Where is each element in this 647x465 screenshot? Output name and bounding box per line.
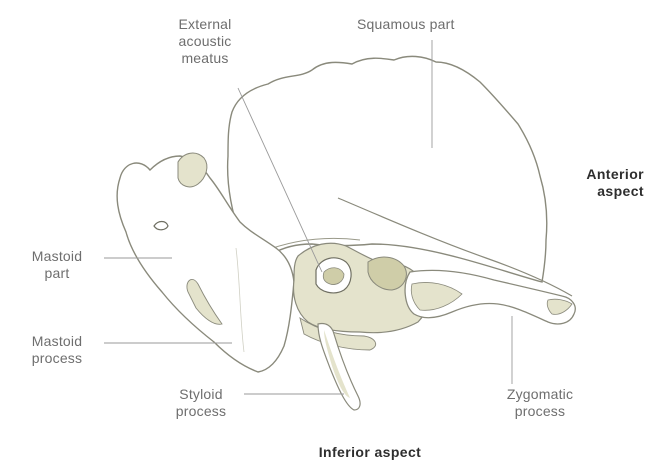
label-anterior-aspect: Anterior aspect: [564, 166, 647, 200]
label-external-acoustic-meatus-line-1: External: [150, 16, 260, 33]
label-external-acoustic-meatus: External acoustic meatus: [150, 16, 260, 67]
meatus-depth: [323, 268, 344, 285]
label-external-acoustic-meatus-line-2: acoustic: [150, 33, 260, 50]
label-mastoid-part-line-1: Mastoid: [14, 248, 100, 265]
label-mastoid-process-line-2: process: [14, 350, 100, 367]
label-mastoid-process-line-1: Mastoid: [14, 333, 100, 350]
label-mastoid-process: Mastoid process: [14, 333, 100, 367]
label-zygomatic-process-line-2: process: [494, 403, 586, 420]
label-anterior-aspect-line-1: Anterior: [564, 166, 644, 183]
label-mastoid-part-line-2: part: [14, 265, 100, 282]
label-styloid-process-line-2: process: [160, 403, 242, 420]
label-styloid-process-line-1: Styloid: [160, 386, 242, 403]
label-inferior-aspect: Inferior aspect: [280, 444, 460, 461]
label-styloid-process: Styloid process: [160, 386, 242, 420]
label-mastoid-part: Mastoid part: [14, 248, 100, 282]
label-anterior-aspect-line-2: aspect: [564, 183, 644, 200]
label-zygomatic-process: Zygomatic process: [494, 386, 586, 420]
label-zygomatic-process-line-1: Zygomatic: [494, 386, 586, 403]
label-squamous-part: Squamous part: [357, 16, 455, 33]
label-external-acoustic-meatus-line-3: meatus: [150, 50, 260, 67]
